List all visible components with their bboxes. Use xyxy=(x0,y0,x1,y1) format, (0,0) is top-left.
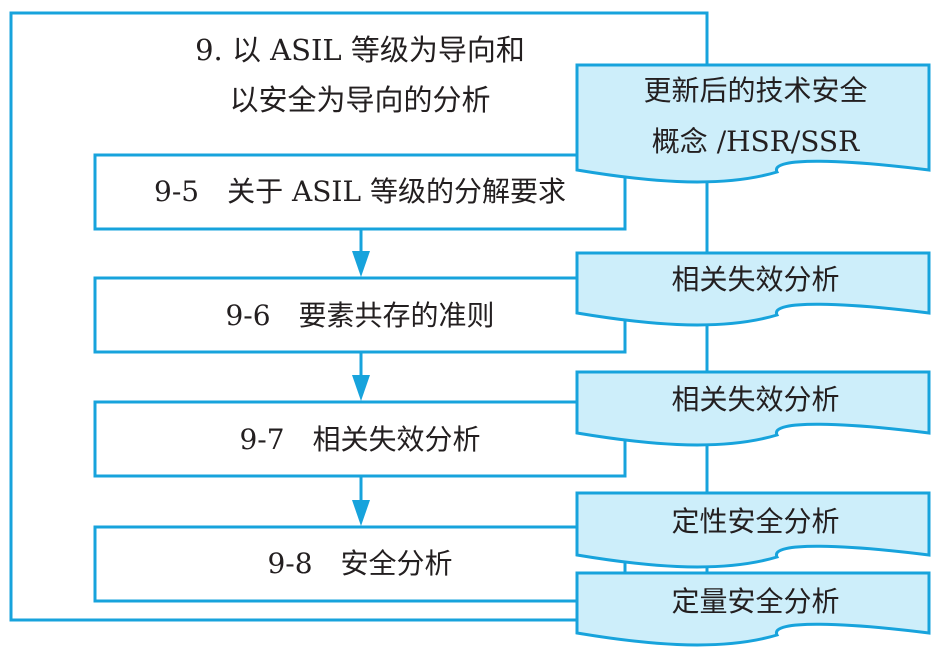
arrowhead-9-6-to-9-7 xyxy=(352,375,370,401)
process-box-9-7[interactable] xyxy=(93,400,627,478)
document-label-4: 定性安全分析 xyxy=(671,505,840,538)
document-shape-1[interactable] xyxy=(575,63,931,184)
document-label-1-line1: 更新后的技术安全 xyxy=(643,74,868,107)
document-shape-3[interactable] xyxy=(575,370,931,447)
document-label-5: 定量安全分析 xyxy=(671,585,840,618)
arrowhead-9-5-to-9-6 xyxy=(352,251,370,277)
document-shape-4[interactable] xyxy=(575,491,931,569)
process-label-9-6: 9-6 要素共存的准则 xyxy=(225,299,495,332)
document-label-3: 相关失效分析 xyxy=(671,383,840,416)
group-title-line2: 以安全为导向的分析 xyxy=(229,83,491,117)
document-label-1-line2: 概念 /HSR/SSR xyxy=(651,125,860,158)
process-box-9-5[interactable] xyxy=(93,153,627,231)
arrowhead-9-7-to-9-8 xyxy=(352,500,370,526)
process-label-9-8: 9-8 安全分析 xyxy=(267,547,453,580)
document-shape-5[interactable] xyxy=(575,571,931,647)
process-label-9-5: 9-5 关于 ASIL 等级的分解要求 xyxy=(154,175,566,208)
process-box-9-8[interactable] xyxy=(93,525,627,603)
document-label-2: 相关失效分析 xyxy=(671,263,840,296)
group-title-line1: 9. 以 ASIL 等级为导向和 xyxy=(195,33,525,67)
process-label-9-7: 9-7 相关失效分析 xyxy=(239,423,481,456)
document-shape-2[interactable] xyxy=(575,251,931,327)
